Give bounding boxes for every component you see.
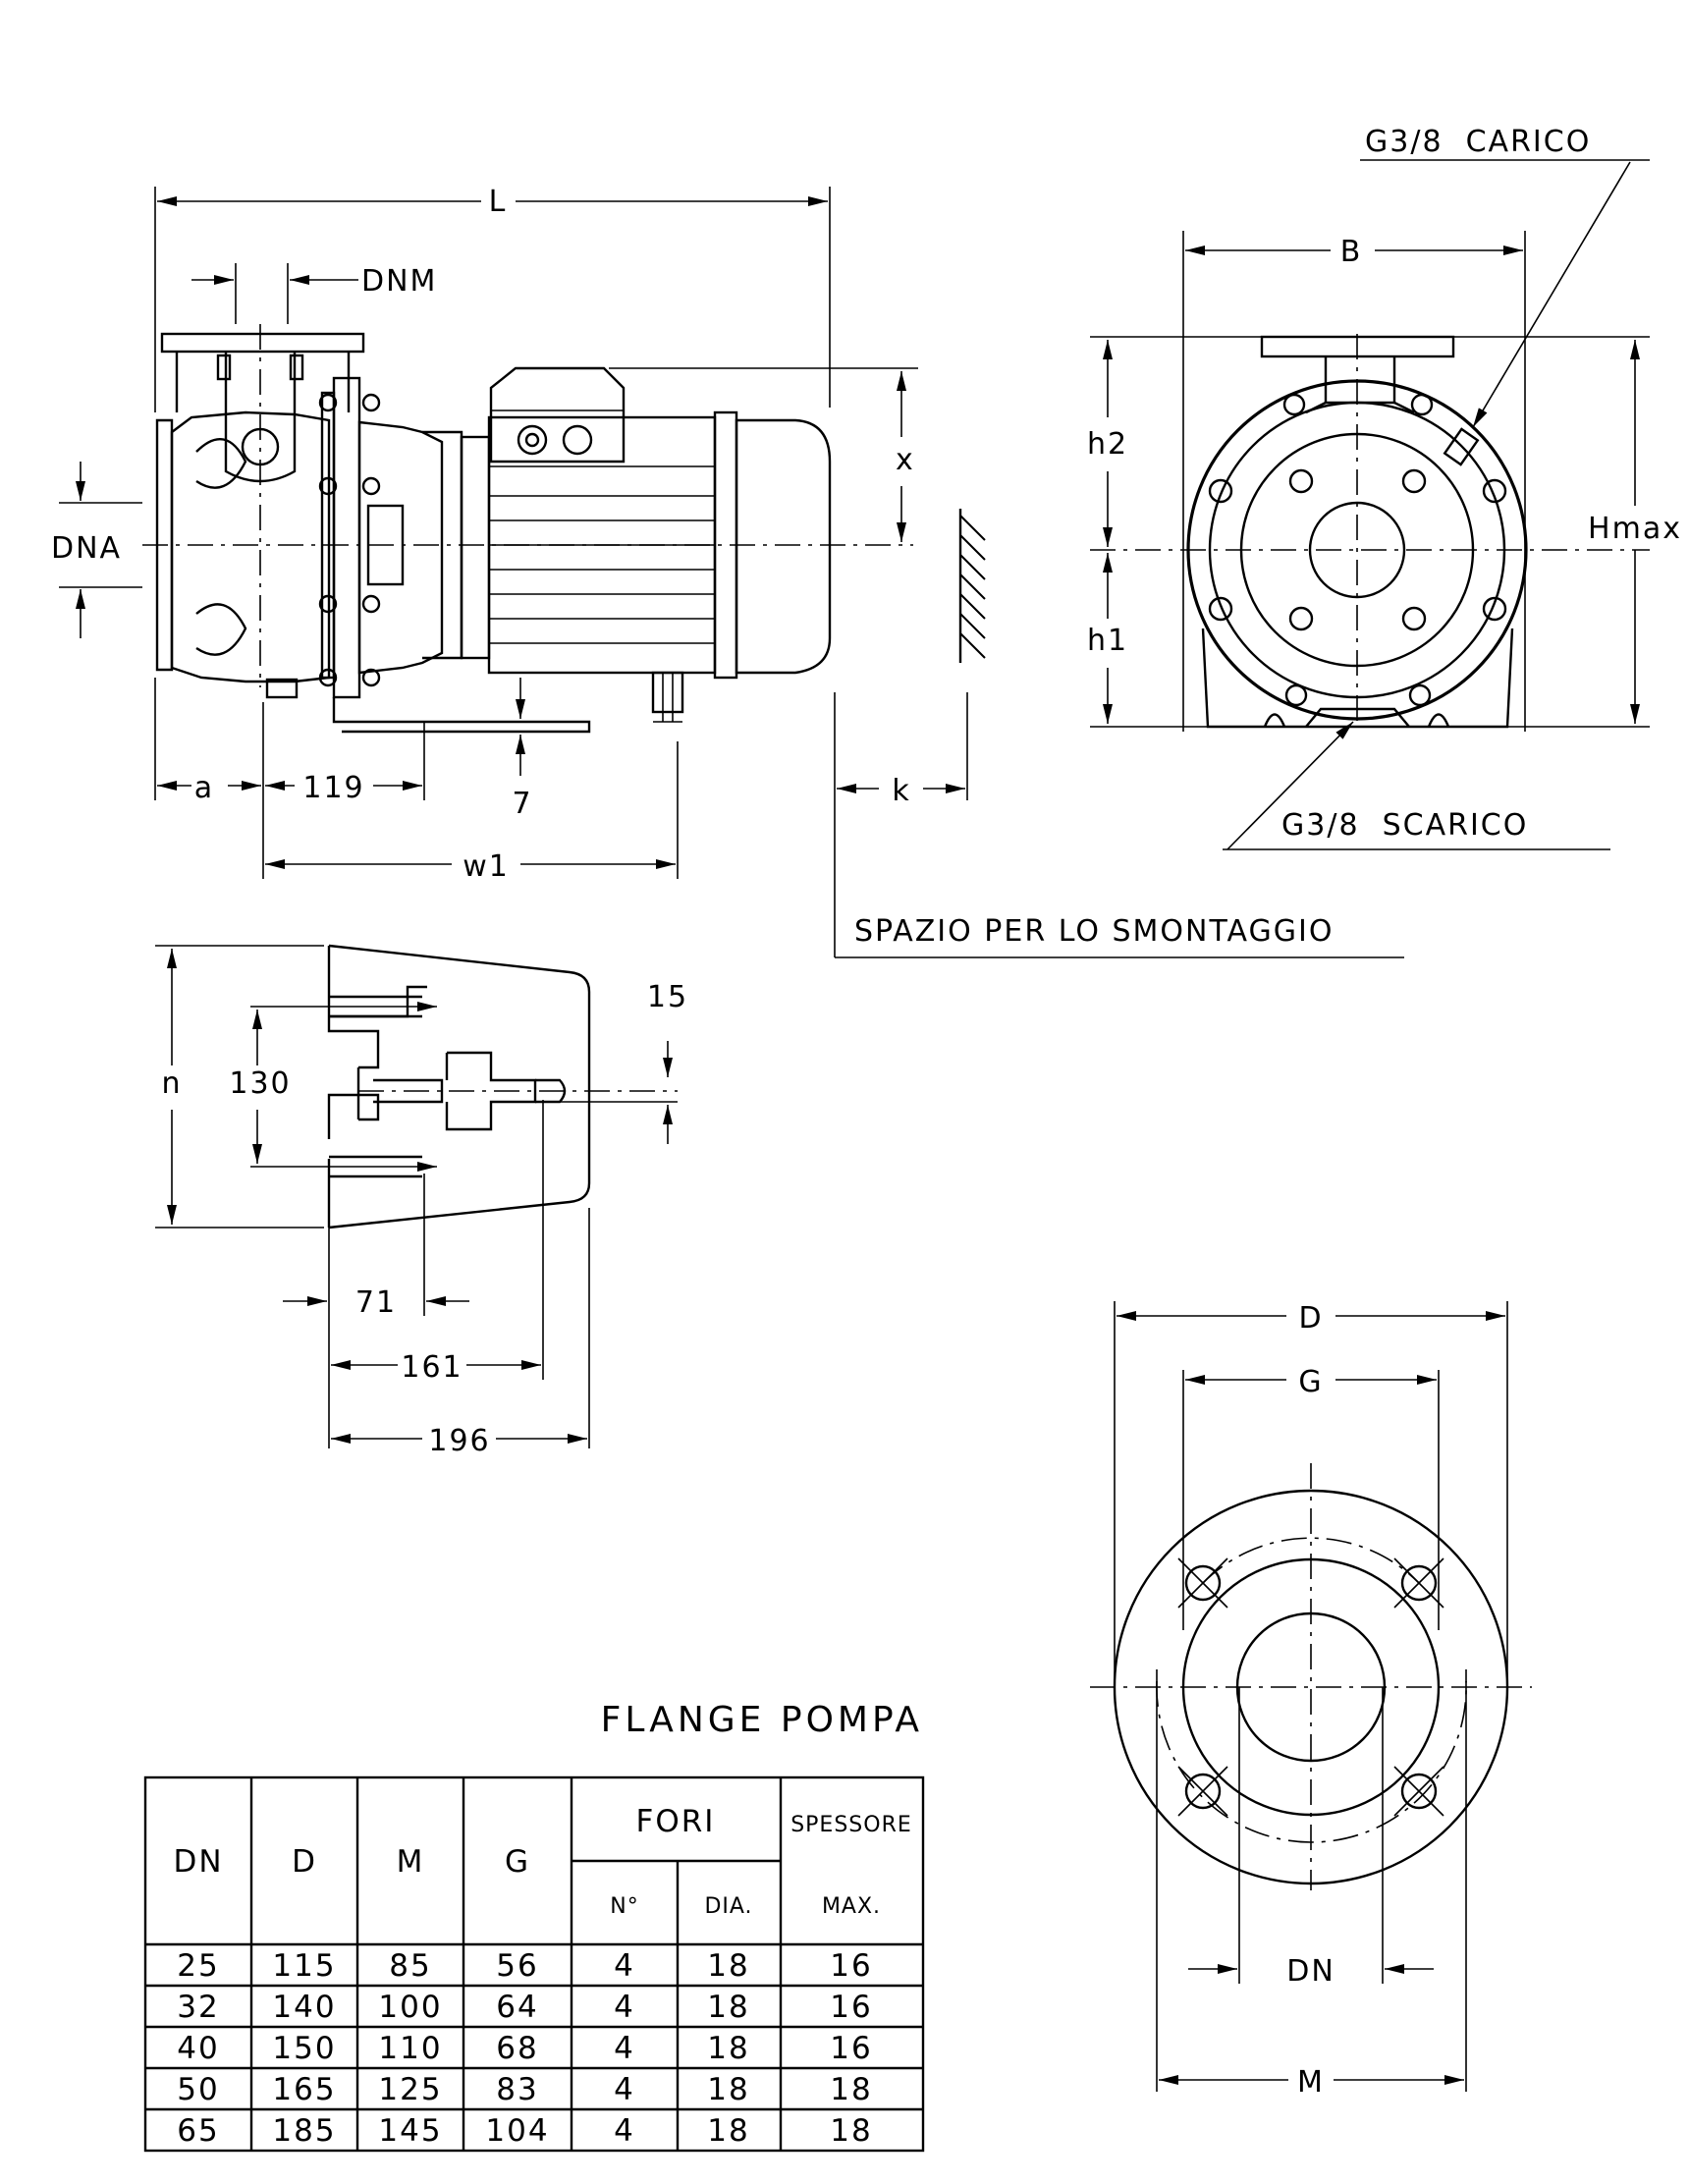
header-spessore: SPESSORE bbox=[790, 1813, 912, 1837]
cell-d: 115 bbox=[272, 1948, 336, 1984]
dim-Hmax: Hmax bbox=[1588, 512, 1682, 546]
dim-130: 130 bbox=[229, 1066, 291, 1101]
dim-n: n bbox=[161, 1066, 182, 1101]
dim-161: 161 bbox=[401, 1350, 463, 1385]
header-d: D bbox=[292, 1844, 317, 1880]
table-row: 50 165 125 83 4 18 18 bbox=[177, 2072, 872, 2107]
cell-dia: 18 bbox=[707, 2113, 749, 2149]
dim-k: k bbox=[892, 774, 910, 808]
cell-d: 140 bbox=[272, 1990, 336, 2025]
dim-DN: DN bbox=[1286, 1954, 1335, 1989]
flange-bolt-hole bbox=[1393, 1557, 1444, 1609]
dim-L: L bbox=[489, 185, 508, 219]
header-g: G bbox=[505, 1844, 530, 1880]
table-title: FLANGE POMPA bbox=[601, 1700, 923, 1740]
cell-max: 16 bbox=[830, 1990, 872, 2025]
table-row: 32 140 100 64 4 18 16 bbox=[177, 1990, 872, 2025]
pump-front-view: B h2 h1 Hmax bbox=[1087, 125, 1682, 850]
dim-DNM: DNM bbox=[361, 264, 437, 299]
cell-n: 4 bbox=[614, 2113, 635, 2149]
cell-m: 145 bbox=[378, 2113, 442, 2149]
dim-h1: h1 bbox=[1087, 624, 1128, 658]
dim-7: 7 bbox=[512, 787, 532, 821]
cell-dn: 50 bbox=[177, 2072, 219, 2107]
dim-x: x bbox=[896, 443, 915, 477]
cell-n: 4 bbox=[614, 2031, 635, 2066]
header-n: N° bbox=[610, 1894, 638, 1919]
cell-dn: 25 bbox=[177, 1948, 219, 1984]
cell-dn: 32 bbox=[177, 1990, 219, 2025]
dim-w1: w1 bbox=[463, 849, 510, 884]
pump-side-view: L DNM DNA bbox=[51, 185, 1404, 958]
dim-h2: h2 bbox=[1087, 427, 1128, 462]
dim-119: 119 bbox=[302, 771, 364, 805]
table-row: 65 185 145 104 4 18 18 bbox=[177, 2113, 872, 2149]
cell-max: 18 bbox=[830, 2113, 872, 2149]
cell-dn: 40 bbox=[177, 2031, 219, 2066]
label-spazio-smontaggio: SPAZIO PER LO SMONTAGGIO bbox=[854, 914, 1334, 949]
cell-d: 185 bbox=[272, 2113, 336, 2149]
cell-dia: 18 bbox=[707, 2031, 749, 2066]
dim-15: 15 bbox=[647, 980, 688, 1014]
cell-max: 16 bbox=[830, 2031, 872, 2066]
cell-m: 125 bbox=[378, 2072, 442, 2107]
dim-D: D bbox=[1298, 1301, 1323, 1336]
dim-G: G bbox=[1298, 1365, 1323, 1399]
flange-bolt-hole bbox=[1177, 1766, 1228, 1817]
dim-196: 196 bbox=[428, 1424, 490, 1458]
cell-dn: 65 bbox=[177, 2113, 219, 2149]
cell-m: 110 bbox=[378, 2031, 442, 2066]
header-max: MAX. bbox=[822, 1894, 881, 1919]
table-row: 25 115 85 56 4 18 16 bbox=[177, 1948, 872, 1984]
cell-g: 68 bbox=[496, 2031, 538, 2066]
cell-d: 165 bbox=[272, 2072, 336, 2107]
cell-m: 85 bbox=[389, 1948, 431, 1984]
cell-d: 150 bbox=[272, 2031, 336, 2066]
header-m: M bbox=[397, 1844, 425, 1880]
flange-view: D G bbox=[1090, 1301, 1532, 2100]
dim-71: 71 bbox=[355, 1285, 397, 1320]
cell-dia: 18 bbox=[707, 1948, 749, 1984]
cell-g: 104 bbox=[485, 2113, 549, 2149]
flange-bolt-hole bbox=[1393, 1766, 1444, 1817]
cell-n: 4 bbox=[614, 1990, 635, 2025]
cell-max: 18 bbox=[830, 2072, 872, 2107]
dim-DNA: DNA bbox=[51, 531, 122, 566]
flange-table: FLANGE POMPA DN D M G FORI N° DIA. SPESS… bbox=[143, 1700, 925, 2153]
dim-a: a bbox=[194, 771, 214, 805]
cell-m: 100 bbox=[378, 1990, 442, 2025]
label-g38-scarico: G3/8 SCARICO bbox=[1281, 808, 1528, 843]
label-g38-carico: G3/8 CARICO bbox=[1365, 125, 1591, 159]
base-plate-view: n 130 15 71 161 196 bbox=[155, 944, 688, 1458]
header-dn: DN bbox=[173, 1844, 223, 1880]
cell-g: 64 bbox=[496, 1990, 538, 2025]
dim-B: B bbox=[1340, 235, 1363, 269]
dim-M: M bbox=[1297, 2065, 1325, 2100]
cell-g: 56 bbox=[496, 1948, 538, 1984]
table-row: 40 150 110 68 4 18 16 bbox=[177, 2031, 872, 2066]
header-fori: FORI bbox=[636, 1804, 716, 1839]
cell-max: 16 bbox=[830, 1948, 872, 1984]
cell-n: 4 bbox=[614, 1948, 635, 1984]
cell-dia: 18 bbox=[707, 2072, 749, 2107]
header-dia: DIA. bbox=[704, 1894, 752, 1919]
cell-n: 4 bbox=[614, 2072, 635, 2107]
cell-dia: 18 bbox=[707, 1990, 749, 2025]
flange-bolt-hole bbox=[1177, 1557, 1228, 1609]
cell-g: 83 bbox=[496, 2072, 538, 2107]
